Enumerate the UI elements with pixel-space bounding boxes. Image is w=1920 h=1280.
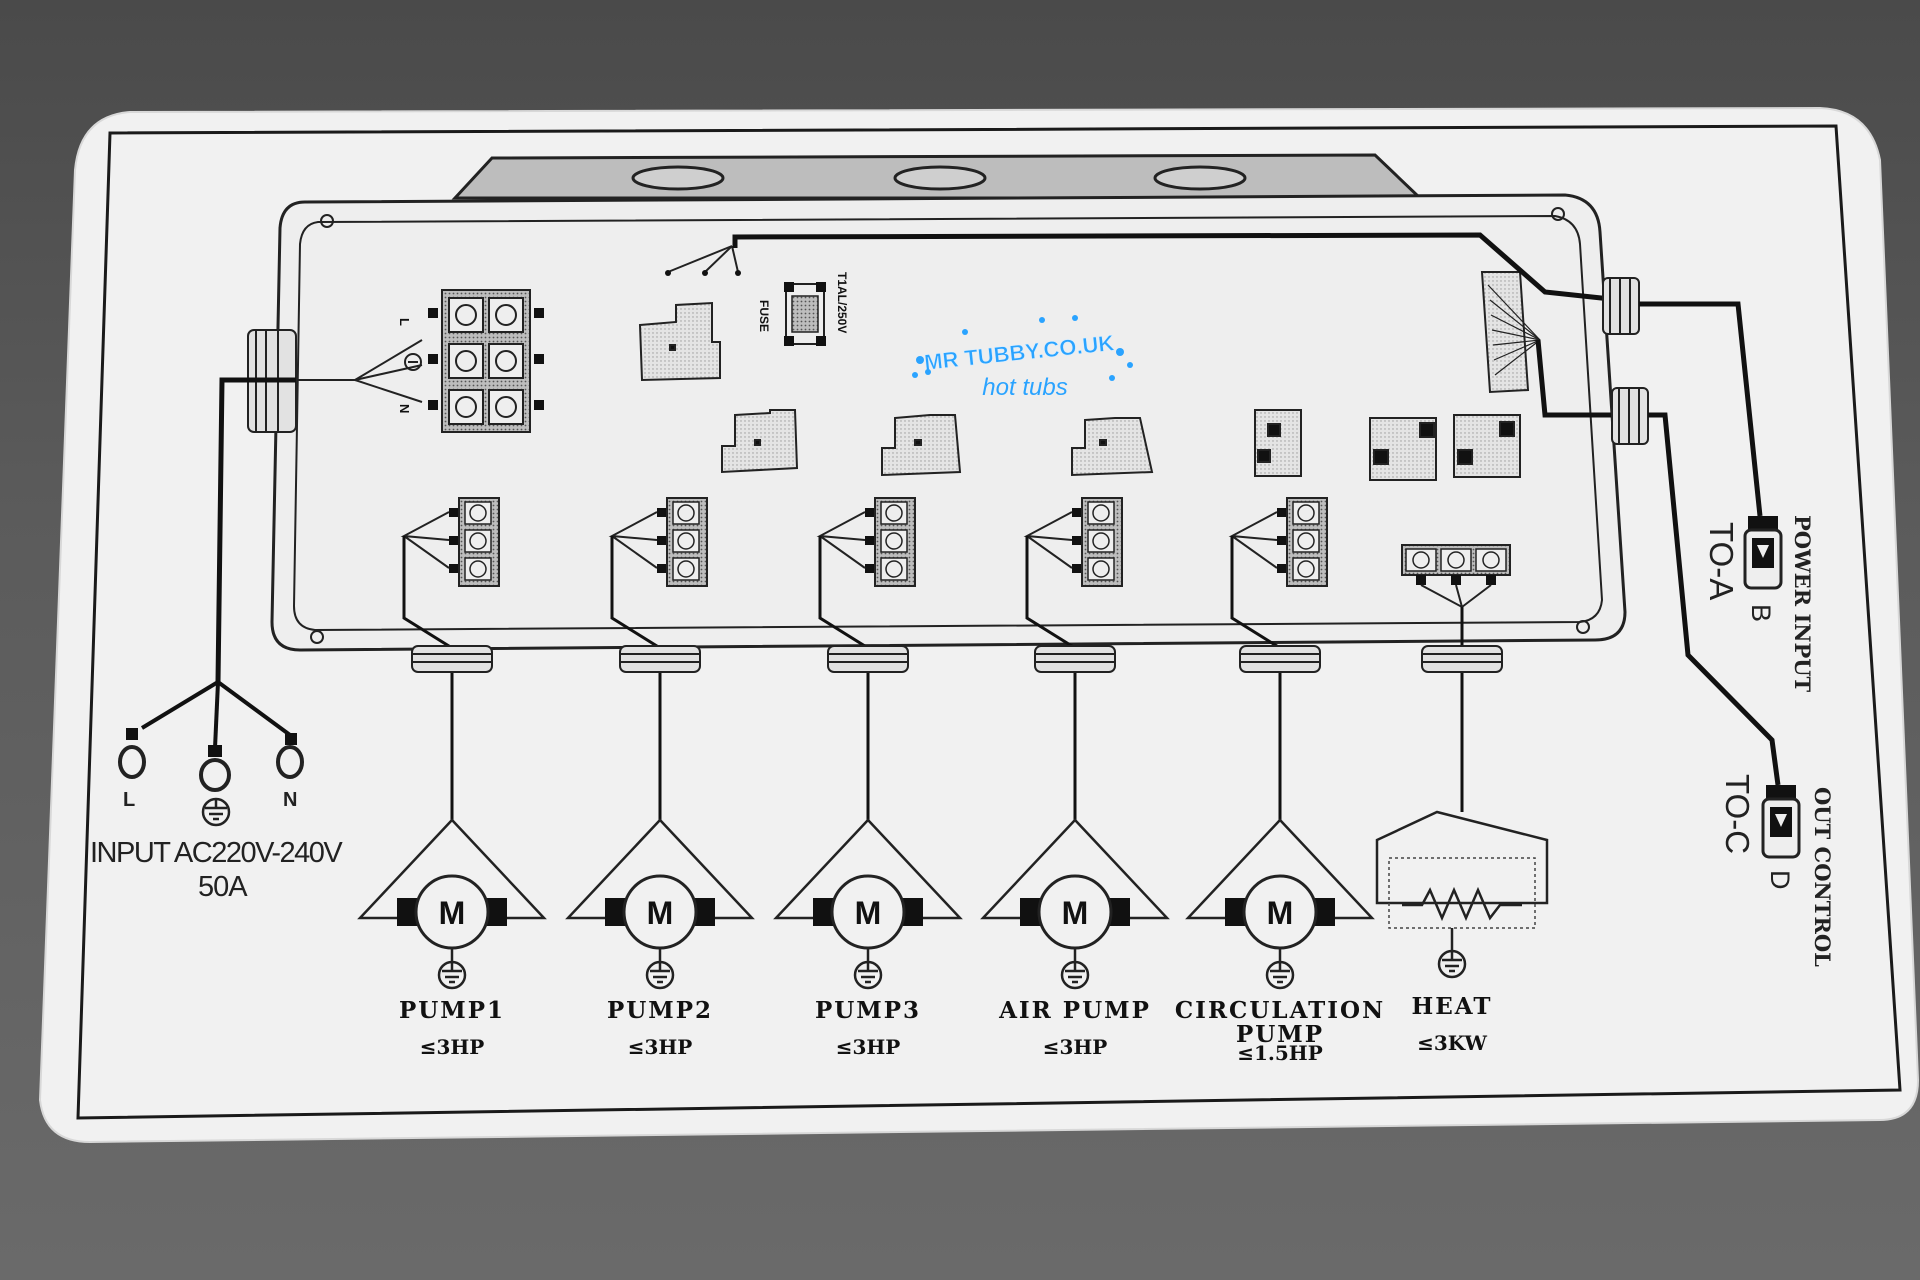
input-ground-icon xyxy=(201,797,231,827)
connector-d-icon xyxy=(1761,785,1801,859)
fuse-label: FUSE xyxy=(757,300,771,332)
input-terminal-n: N xyxy=(283,789,297,811)
motor-symbol: M xyxy=(1062,895,1089,931)
ground-icon xyxy=(1265,960,1295,990)
heater-element-icon xyxy=(1402,886,1522,922)
connector-b-icon xyxy=(1743,516,1783,590)
relay-terminal-block xyxy=(657,497,708,587)
load-name: HEAT xyxy=(1412,993,1493,1020)
motor-symbol: M xyxy=(647,895,674,931)
motor-symbol: M xyxy=(855,895,882,931)
load-2: M PUMP2 ≤3HP xyxy=(565,497,755,1059)
load-3: M PUMP3 ≤3HP xyxy=(773,497,963,1059)
ground-icon xyxy=(853,960,883,990)
load-rating: ≤3HP xyxy=(628,1035,693,1059)
ring-terminal-icon xyxy=(118,745,146,779)
relay-terminal-block xyxy=(1072,497,1123,587)
ground-icon xyxy=(1437,949,1467,979)
motor-symbol: M xyxy=(1267,895,1294,931)
cable-gland xyxy=(1421,645,1503,673)
load-1: M PUMP1 ≤3HP xyxy=(357,497,547,1059)
relay-terminal-block xyxy=(865,497,916,587)
load-rating: ≤3KW xyxy=(1417,1031,1487,1055)
ring-terminal-icon xyxy=(199,758,231,792)
watermark-line2: hot tubs xyxy=(982,374,1067,401)
out-control-label: OUT CONTROL xyxy=(1810,787,1835,967)
ground-icon xyxy=(1060,960,1090,990)
load-rating: ≤1.5HP xyxy=(1237,1041,1323,1065)
load-name: PUMP3 xyxy=(815,997,921,1024)
load-4: M AIR PUMP ≤3HP xyxy=(980,497,1170,1059)
fuse: FUSE T1AL/250V xyxy=(757,272,849,346)
load-6: HEAT ≤3KW xyxy=(1375,544,1549,1055)
d-label: D xyxy=(1765,870,1795,890)
ring-terminal-icon xyxy=(276,745,304,779)
load-name: PUMP1 xyxy=(399,997,505,1024)
relay-terminal-block xyxy=(1277,497,1328,587)
input-terminal-l: L xyxy=(123,789,135,811)
load-name: PUMP2 xyxy=(607,997,713,1024)
load-rating: ≤3HP xyxy=(1043,1035,1108,1059)
to-a-label: TO-A xyxy=(1703,522,1740,600)
cable-gland xyxy=(619,645,701,673)
input-spec-current: 50A xyxy=(198,871,248,903)
load-rating: ≤3HP xyxy=(420,1035,485,1059)
terminal-ground-icon xyxy=(404,353,422,371)
cable-gland xyxy=(1034,645,1116,673)
terminal-label-l: L xyxy=(397,318,412,326)
internal-components: FUSE T1AL/250V xyxy=(638,245,1541,481)
input-cable xyxy=(140,329,423,749)
right-side-cables: POWER INPUT TO-A B OUT CONTROL TO-C D xyxy=(732,232,1835,967)
load-name: AIR PUMP xyxy=(998,997,1151,1024)
main-terminal-block: L N xyxy=(397,289,544,433)
ground-icon xyxy=(645,960,675,990)
input-terminals: L N INPUT AC220V-240V 50A xyxy=(90,728,345,903)
cable-gland xyxy=(1239,645,1321,673)
to-c-label: TO-C xyxy=(1719,774,1756,854)
load-rating: ≤3HP xyxy=(836,1035,901,1059)
heater-terminal-block xyxy=(1401,544,1511,585)
input-spec-voltage: INPUT AC220V-240V xyxy=(90,837,343,869)
terminal-label-n: N xyxy=(397,404,412,413)
cable-gland xyxy=(827,645,909,673)
relay-terminal-block xyxy=(449,497,500,587)
loads: M PUMP1 ≤3HP M PUMP2 ≤3HP M PUMP3 ≤3HP M AIR PUMP ≤… xyxy=(357,497,1549,1065)
ground-icon xyxy=(437,960,467,990)
power-input-label: POWER INPUT xyxy=(1790,515,1815,693)
fuse-rating: T1AL/250V xyxy=(835,272,849,333)
motor-symbol: M xyxy=(439,895,466,931)
b-label: B xyxy=(1746,604,1776,622)
cable-gland xyxy=(411,645,493,673)
